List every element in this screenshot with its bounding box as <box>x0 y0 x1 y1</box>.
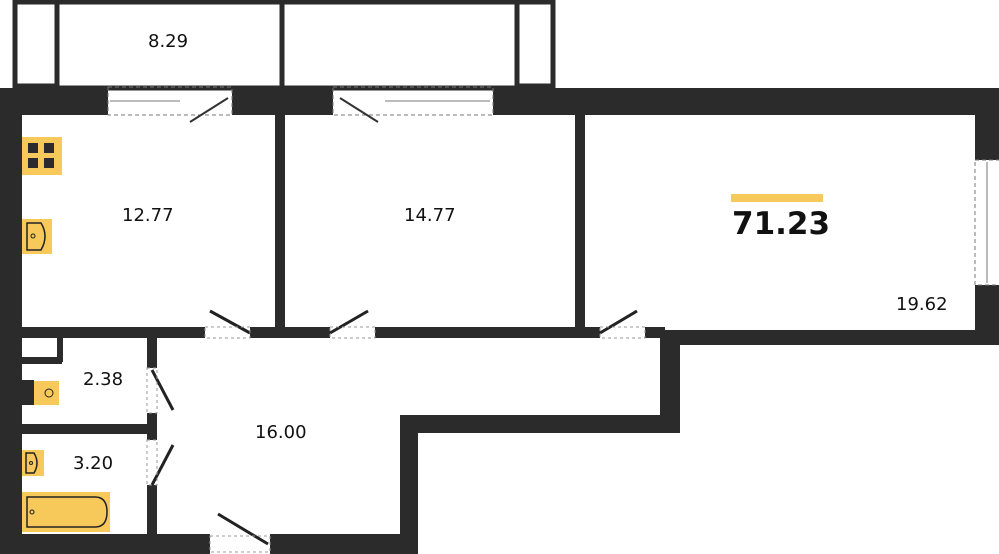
room-area-hallway: 16.00 <box>255 422 307 443</box>
room-area-living-room: 19.62 <box>896 294 948 315</box>
total-area: 71.23 <box>732 206 831 242</box>
fixtures <box>22 137 110 532</box>
windows <box>107 86 999 286</box>
room-area-bedroom: 14.77 <box>404 205 456 226</box>
room-area-toilet: 2.38 <box>83 369 124 390</box>
sink-icon <box>22 219 52 254</box>
doors <box>146 309 646 553</box>
washbasin-icon <box>22 450 44 476</box>
room-area-balcony: 8.29 <box>148 31 189 52</box>
bathtub-icon <box>22 492 110 532</box>
total-area-accent-bar <box>731 194 823 202</box>
room-area-bathroom: 3.20 <box>73 453 114 474</box>
room-area-kitchen: 12.77 <box>122 205 174 226</box>
stove-icon <box>22 137 62 175</box>
toilet-icon <box>34 381 59 405</box>
